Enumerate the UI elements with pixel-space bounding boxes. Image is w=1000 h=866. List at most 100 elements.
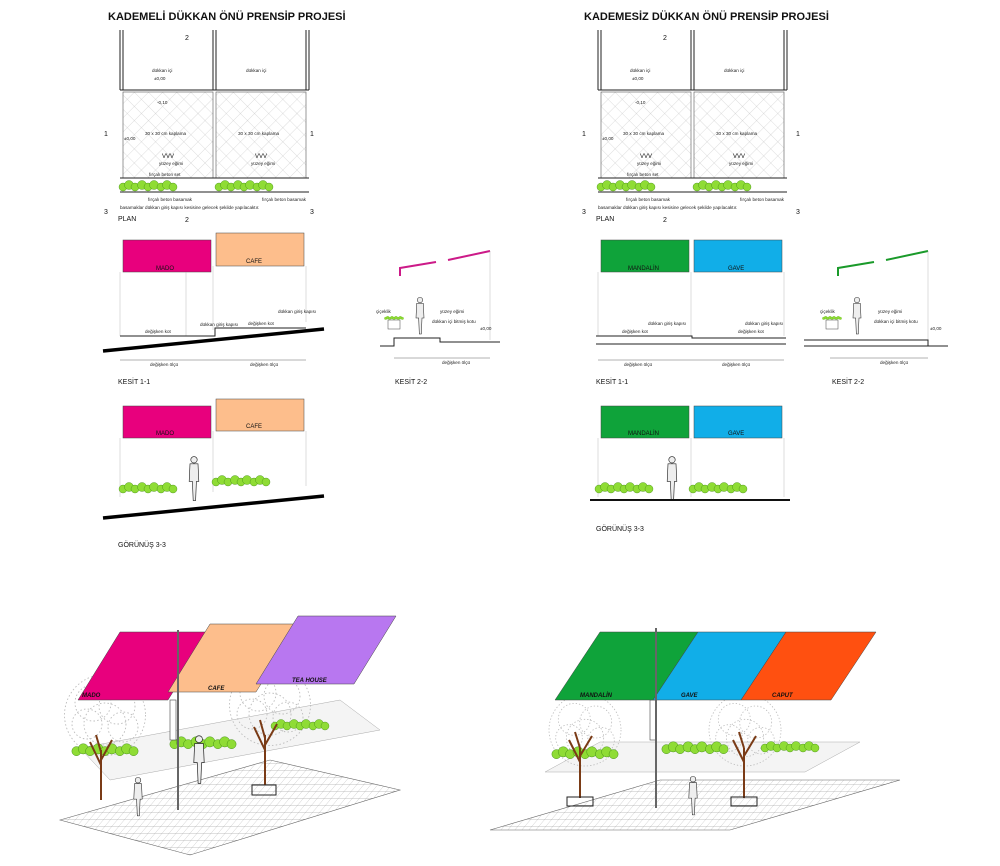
marker-1-right: 1 bbox=[310, 131, 314, 138]
sec11-dim2: değişken ölçü bbox=[250, 362, 279, 367]
r-plan-level-street: ±0,00 bbox=[602, 136, 614, 141]
r-plan-level-010: -0,10 bbox=[635, 100, 646, 105]
r-sec22-level-value: ±0,00 bbox=[930, 326, 942, 331]
r-plan-planter-right bbox=[692, 180, 752, 192]
persp-sign3: TEA HOUSE bbox=[292, 678, 328, 684]
r-sec11-level2: değişken kot bbox=[738, 329, 765, 334]
right-section-2-2: çiçeklik yüzey eğimi dükkan içi bitmiş k… bbox=[804, 250, 948, 386]
awning-gave bbox=[693, 239, 783, 273]
plan-planter-left bbox=[118, 180, 178, 192]
left-plan: dükkan içi dükkan içi ±0,00 -0,10 ±0,00 … bbox=[104, 30, 314, 224]
left-board: KADEMELİ DÜKKAN ÖNÜ PRENSİP PROJESİ dükk… bbox=[58, 10, 500, 856]
left-view33-label: GÖRÜNÜŞ 3-3 bbox=[118, 541, 166, 549]
persp-sign1: MADO bbox=[82, 693, 101, 699]
sec11-level1: değişken kot bbox=[145, 329, 172, 334]
view-planter-left bbox=[118, 482, 178, 494]
marker-2-top: 2 bbox=[185, 35, 189, 42]
sec11-door1: dükkan giriş kapısı bbox=[200, 322, 238, 327]
sloped-ground bbox=[102, 327, 325, 353]
marker-3-right: 3 bbox=[310, 209, 314, 216]
r-plan-curb-left: fırçalı beton set bbox=[627, 172, 659, 177]
r-seated-person bbox=[852, 297, 862, 335]
right-plan-label: PLAN bbox=[596, 216, 614, 223]
left-section-1-1: MADO CAFE değişken kot değişken kot dükk… bbox=[102, 232, 325, 386]
right-section-1-1: MANDALİN GAVE değişken kot değişken kot … bbox=[596, 239, 786, 386]
r-plan-slope-left: yüzey eğimi bbox=[637, 161, 661, 166]
sec22-dim: değişken ölçü bbox=[442, 360, 471, 365]
r-tile-area-right bbox=[693, 91, 785, 179]
marker-3-left: 3 bbox=[104, 209, 108, 216]
seated-person bbox=[415, 297, 425, 335]
walking-person bbox=[188, 456, 200, 501]
sec22-level-value: ±0,00 bbox=[480, 326, 492, 331]
left-plan-label: PLAN bbox=[118, 216, 136, 223]
plan-slope-code-left: VVV bbox=[162, 154, 174, 160]
r-marker-3-right: 3 bbox=[796, 209, 800, 216]
r-plan-shop-right: dükkan içi bbox=[724, 68, 744, 73]
persp-awning-tea bbox=[255, 615, 397, 685]
plan-tile-left: 30 x 30 cm kaplama bbox=[145, 131, 187, 136]
r-sec11-sign2: GAVE bbox=[728, 266, 744, 272]
r-sec11-dim2: değişken ölçü bbox=[722, 362, 751, 367]
right-sec22-label: KESİT 2-2 bbox=[832, 377, 864, 386]
sec11-door2: dükkan giriş kapısı bbox=[278, 309, 316, 314]
plan-note-1: fırçalı beton basamak bbox=[148, 197, 193, 202]
r-sec11-level1: değişken kot bbox=[622, 329, 649, 334]
left-sec11-label: KESİT 1-1 bbox=[118, 377, 150, 386]
r-sec22-slope: yüzey eğimi bbox=[878, 309, 902, 314]
r-marker-3-left: 3 bbox=[582, 209, 586, 216]
r-walking-person bbox=[666, 456, 678, 501]
r-tile-area-left bbox=[600, 91, 692, 179]
left-sec22-label: KESİT 2-2 bbox=[395, 377, 427, 386]
right-view33-label: GÖRÜNÜŞ 3-3 bbox=[596, 525, 644, 533]
r-marker-2-bottom: 2 bbox=[663, 217, 667, 224]
r-marker-1-right: 1 bbox=[796, 131, 800, 138]
plan-shop-right: dükkan içi bbox=[246, 68, 266, 73]
sec22-level: dükkan içi bitmiş kotu bbox=[432, 319, 476, 324]
plan-curb-left: fırçalı beton set bbox=[149, 172, 181, 177]
plan-slope-right: yüzey eğimi bbox=[251, 161, 275, 166]
r-marker-2-top: 2 bbox=[663, 35, 667, 42]
view33-sign2: CAFE bbox=[246, 424, 262, 430]
r-plan-tile-right: 30 x 30 cm kaplama bbox=[716, 131, 758, 136]
r-sec22-planter: çiçeklik bbox=[820, 309, 836, 314]
r-persp-sign2: GAVE bbox=[681, 693, 699, 699]
marker-2-bottom: 2 bbox=[185, 217, 189, 224]
r-plan-tile-left: 30 x 30 cm kaplama bbox=[623, 131, 665, 136]
r-marker-1-left: 1 bbox=[582, 131, 586, 138]
plan-slope-code-right: VVV bbox=[255, 154, 267, 160]
r-plan-planter-left bbox=[596, 180, 656, 192]
right-board: KADEMESİZ DÜKKAN ÖNÜ PRENSİP PROJESİ dük… bbox=[489, 10, 948, 831]
tile-area-right bbox=[215, 91, 307, 179]
plan-curb-right: fırçalı beton basamak bbox=[262, 197, 307, 202]
sec11-dim1: değişken ölçü bbox=[150, 362, 179, 367]
r-sec11-door2: dükkan giriş kapısı bbox=[745, 321, 783, 326]
r-plan-slope-code-right: VVV bbox=[733, 154, 745, 160]
r-sec11-sign1: MANDALİN bbox=[628, 265, 659, 272]
r-view33-sign1: MANDALİN bbox=[628, 430, 659, 437]
sec11-level2: değişken kot bbox=[248, 321, 275, 326]
view-planter-right bbox=[211, 475, 271, 487]
r-view-awning-mandalin bbox=[600, 405, 690, 439]
plan-slope-left: yüzey eğimi bbox=[159, 161, 183, 166]
r-sec22-dim: değişken ölçü bbox=[880, 360, 909, 365]
plan-shop-left: dükkan içi bbox=[152, 68, 172, 73]
r-plan-note-2: basamaklar dükkan giriş kapısı kesisine … bbox=[598, 205, 737, 210]
r-plan-shop-left: dükkan içi bbox=[630, 68, 650, 73]
awning-cafe bbox=[215, 232, 305, 267]
view-awning-cafe bbox=[215, 398, 305, 432]
r-view-planter-right bbox=[688, 482, 748, 494]
plan-level-0: ±0,00 bbox=[154, 76, 166, 81]
r-persp-sign1: MANDALİN bbox=[580, 692, 613, 699]
r-sec22-level: dükkan içi bitmiş kotu bbox=[874, 319, 918, 324]
sec22-planter: çiçeklik bbox=[376, 309, 392, 314]
left-title: KADEMELİ DÜKKAN ÖNÜ PRENSİP PROJESİ bbox=[108, 10, 346, 23]
plan-note-2: basamaklar dükkan giriş kapısı kesisine … bbox=[120, 205, 259, 210]
plan-planter-right bbox=[214, 180, 274, 192]
persp-awning-caput bbox=[740, 631, 877, 701]
persp-sign2: CAFE bbox=[208, 686, 225, 692]
marker-1-left: 1 bbox=[104, 131, 108, 138]
r-sec11-door1: dükkan giriş kapısı bbox=[648, 321, 686, 326]
r-plan-slope-right: yüzey eğimi bbox=[729, 161, 753, 166]
right-title: KADEMESİZ DÜKKAN ÖNÜ PRENSİP PROJESİ bbox=[584, 10, 829, 23]
